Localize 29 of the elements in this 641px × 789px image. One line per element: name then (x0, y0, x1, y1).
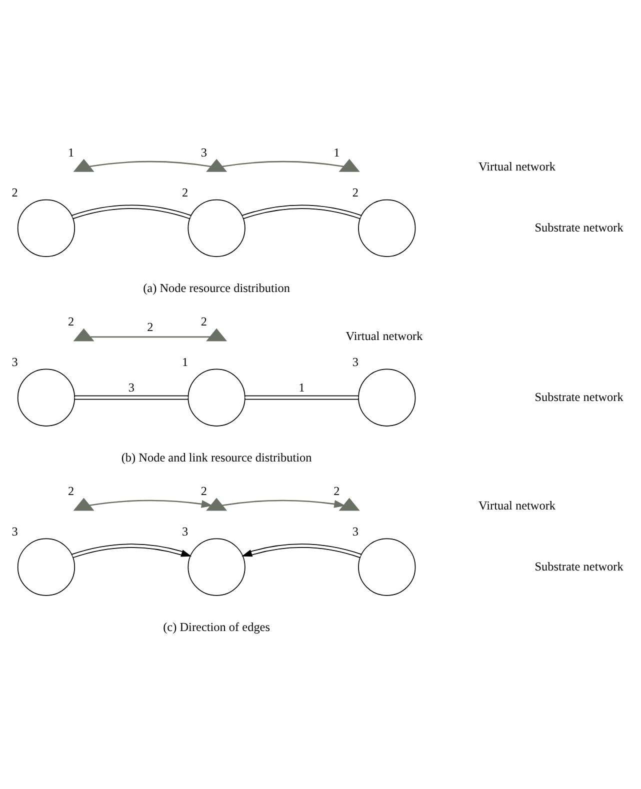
node-label: 3 (182, 524, 188, 538)
node-label: 1 (182, 354, 188, 368)
node-label: 1 (68, 144, 74, 159)
node-label: 2 (334, 484, 340, 498)
node-label: 2 (200, 484, 207, 498)
label: (b) Node and link resource distribution (121, 450, 312, 464)
node-label: 3 (12, 354, 18, 368)
node-label: 2 (182, 184, 188, 199)
label: Substrate network (534, 220, 624, 234)
label: Substrate network (534, 558, 624, 573)
label: Virtual network (346, 328, 423, 343)
node-label: 2 (200, 314, 207, 328)
edge-label: 1 (298, 380, 305, 394)
node-label: 2 (68, 484, 74, 498)
label: Virtual network (478, 159, 556, 174)
label: (c) Direction of edges (163, 620, 270, 634)
label: Virtual network (478, 498, 556, 512)
edge-label: 2 (147, 319, 154, 334)
node-label: 1 (334, 144, 340, 159)
node-label: 2 (12, 184, 18, 199)
label: (a) Node resource distribution (143, 280, 290, 295)
node-label: 2 (352, 184, 358, 199)
node-label: 3 (352, 524, 358, 538)
node-label: 3 (12, 524, 18, 538)
edge-label: 3 (128, 380, 134, 394)
node-label: 3 (200, 144, 207, 159)
node-label: 3 (352, 354, 358, 368)
label: Substrate network (534, 389, 624, 404)
node-label: 2 (68, 314, 74, 328)
